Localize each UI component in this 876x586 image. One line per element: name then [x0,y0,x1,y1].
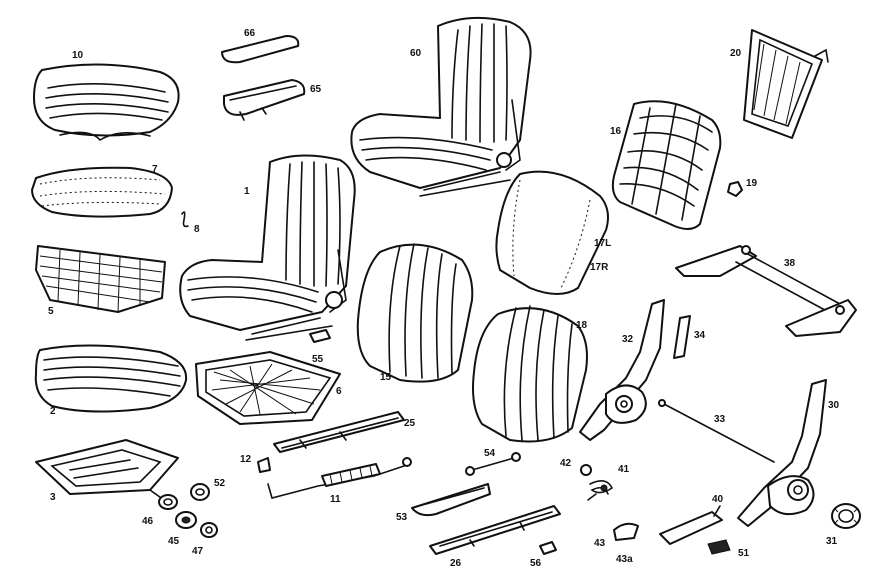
label-part-51: 51 [738,548,750,559]
part-34-bracket [673,315,691,359]
label-part-16: 16 [610,126,622,137]
label-part-15: 15 [380,372,392,383]
label-part-43: 43 [594,538,606,549]
label-part-2: 2 [50,406,56,417]
part-17-backrest-shell [495,170,609,295]
part-42-pin [580,464,592,476]
part-19-nut [727,181,743,197]
part-26-seat-rail [429,505,561,555]
part-47-washer [200,522,218,538]
part-8-clip [181,211,189,228]
part-51-clip [707,539,731,555]
label-part-30: 30 [828,400,840,411]
label-part-11: 11 [330,494,341,505]
part-3-seat-pan [35,439,179,495]
label-part-42: 42 [560,458,572,469]
part-16-backrest-frame [611,100,722,230]
label-part-20: 20 [730,48,742,59]
part-56-clip [539,541,557,555]
label-part-1: 1 [244,186,250,197]
label-part-12: 12 [240,454,252,465]
part-41-spring [587,480,614,501]
part-66-armrest-pad [221,35,300,64]
label-part-43a: 43a [616,554,633,565]
part-32-recliner [579,299,665,441]
part-2-seat-cushion [34,344,188,413]
label-part-40: 40 [712,494,724,505]
label-part-7: 7 [152,164,158,175]
label-part-17R: 17R [590,262,609,273]
label-part-17L: 17L [594,238,611,249]
part-46-knob [149,489,178,510]
part-31-knob [831,503,861,529]
part-15-backrest [356,243,474,383]
part-53-trim-panel [411,483,491,517]
part-7-foam-pad [31,166,173,218]
part-43-cap [613,522,639,541]
label-part-65: 65 [310,84,322,95]
label-part-5: 5 [48,306,54,317]
label-part-33: 33 [714,414,726,425]
part-38-adjuster [675,245,857,337]
part-1-complete-seat [179,154,356,341]
label-part-54: 54 [484,448,496,459]
label-part-45: 45 [168,536,180,547]
label-part-18: 18 [576,320,588,331]
part-55-clip [309,329,331,343]
part-6-seat-frame [195,351,341,425]
label-part-55: 55 [312,354,324,365]
label-part-53: 53 [396,512,408,523]
part-33-shaft [658,399,775,463]
label-part-34: 34 [694,330,706,341]
part-5-spring-basket [35,245,166,313]
label-part-32: 32 [622,334,634,345]
label-part-6: 6 [336,386,342,397]
label-part-31: 31 [826,536,838,547]
label-part-25: 25 [404,418,416,429]
label-part-56: 56 [530,558,542,569]
part-45-knob [175,511,197,529]
label-part-3: 3 [50,492,56,503]
part-12-knob [257,457,271,473]
label-part-8: 8 [194,224,200,235]
label-part-41: 41 [618,464,630,475]
part-52-knob [190,483,210,501]
part-25-seat-rail [273,411,405,453]
label-part-46: 46 [142,516,154,527]
label-part-60: 60 [410,48,422,59]
part-10-seat-cover [33,63,180,142]
part-40-lever [659,505,723,545]
label-part-26: 26 [450,558,462,569]
part-18-backrest [472,305,588,443]
label-part-52: 52 [214,478,226,489]
part-30-recliner [737,379,827,527]
part-20-backrest-panel [743,29,829,139]
part-54-cable [465,452,521,476]
label-part-47: 47 [192,546,204,557]
part-11-release-rod [267,457,412,499]
label-part-66: 66 [244,28,256,39]
label-part-19: 19 [746,178,758,189]
part-65-armrest [223,79,306,121]
label-part-10: 10 [72,50,84,61]
label-part-38: 38 [784,258,796,269]
part-60-complete-seat [350,16,532,197]
part-labels: 10 7 8 5 2 3 46 45 47 52 66 65 60 1 55 6… [48,28,840,569]
